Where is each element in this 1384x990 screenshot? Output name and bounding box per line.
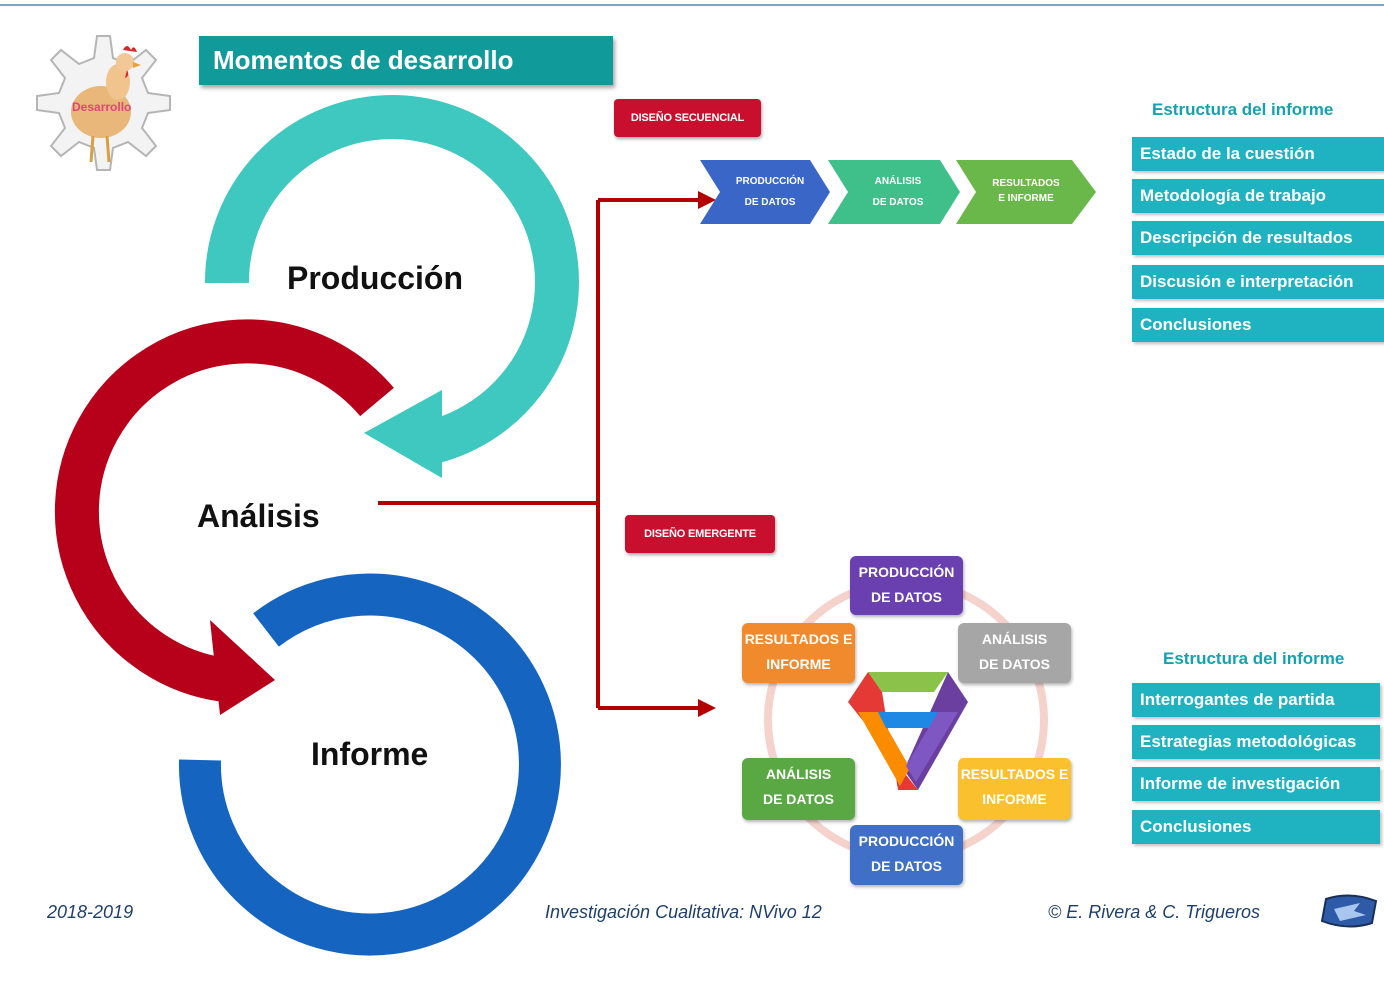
cycle-bottom-left-box: ANÁLISIS DE DATOS — [742, 758, 855, 820]
seq-step-3-line1: RESULTADOS — [992, 178, 1060, 189]
stage-analisis: Análisis — [197, 498, 320, 534]
cycle-top-line2: DE DATOS — [870, 589, 943, 606]
teal-cycle-arrow — [204, 95, 579, 478]
cycle-top-right-line1: ANÁLISIS — [981, 631, 1048, 647]
logo-label: Desarrollo — [72, 100, 132, 114]
seq-structure-item: Conclusiones — [1132, 308, 1384, 342]
footer-logo-icon — [1320, 894, 1378, 928]
emergent-structure-item: Interrogantes de partida — [1132, 683, 1380, 717]
seq-structure-item: Descripción de resultados — [1132, 221, 1384, 255]
cycle-bottom-left-line2: DE DATOS — [762, 791, 835, 808]
seq-step-2-line1: ANÁLISIS — [875, 174, 922, 187]
cycle-bottom-right-box: RESULTADOS E INFORME — [958, 758, 1071, 820]
emergent-structure-title: Estructura del informe — [1163, 649, 1345, 668]
footer-authors: © E. Rivera & C. Trigueros — [1048, 902, 1260, 922]
cycle-bottom-right-line2: INFORME — [982, 791, 1047, 808]
cycle-bottom-box: PRODUCCIÓN DE DATOS — [850, 825, 963, 885]
cycle-top-right-box: ANÁLISIS DE DATOS — [958, 623, 1071, 683]
seq-step-3-line2: E INFORME — [998, 193, 1054, 204]
seq-step-1-line1: PRODUCCIÓN — [736, 174, 804, 187]
cycle-bottom-right-line1: RESULTADOS E — [960, 766, 1069, 782]
cycle-top-left-line1: RESULTADOS E — [744, 631, 853, 647]
top-divider-line — [0, 4, 1384, 6]
cycle-bottom-left-line1: ANÁLISIS — [765, 766, 832, 782]
emergent-design-badge: DISEÑO EMERGENTE — [625, 515, 775, 553]
cycle-bottom-line2: DE DATOS — [870, 858, 943, 875]
cycle-top-right-line2: DE DATOS — [978, 656, 1051, 673]
stage-produccion: Producción — [287, 260, 464, 296]
blue-cycle-arrow — [178, 573, 561, 956]
cycle-top-left-box: RESULTADOS E INFORME — [742, 623, 855, 683]
cycle-top-left-line2: INFORME — [766, 656, 831, 673]
seq-step-1-line2: DE DATOS — [745, 197, 796, 208]
stage-informe: Informe — [311, 736, 429, 772]
interlocking-triangle-icon — [848, 672, 968, 790]
footer-year: 2018-2019 — [47, 902, 134, 922]
sequential-process-chevrons: PRODUCCIÓN DE DATOS ANÁLISIS DE DATOS RE… — [700, 160, 1096, 224]
sequential-design-badge: DISEÑO SECUENCIAL — [614, 99, 761, 137]
seq-structure-item: Discusión e interpretación — [1132, 265, 1384, 299]
red-cycle-arrow — [54, 319, 394, 715]
footer-course: Investigación Cualitativa: NVivo 12 — [545, 902, 822, 922]
emergent-structure-item: Conclusiones — [1132, 810, 1380, 844]
emergent-structure-item: Informe de investigación — [1132, 767, 1380, 801]
seq-step-2-line2: DE DATOS — [873, 197, 924, 208]
seq-structure-item: Estado de la cuestión — [1132, 137, 1384, 171]
cycle-bottom-line1: PRODUCCIÓN — [858, 833, 955, 849]
emergent-structure-item: Estrategias metodológicas — [1132, 725, 1380, 759]
cycle-top-line1: PRODUCCIÓN — [858, 564, 955, 580]
page-title: Momentos de desarrollo — [199, 36, 613, 85]
seq-structure-item: Metodología de trabajo — [1132, 179, 1384, 213]
connector-arrows — [378, 191, 716, 717]
cycle-top-box: PRODUCCIÓN DE DATOS — [850, 556, 963, 615]
gear-logo-icon — [36, 35, 171, 171]
sequential-structure-title: Estructura del informe — [1152, 100, 1334, 119]
